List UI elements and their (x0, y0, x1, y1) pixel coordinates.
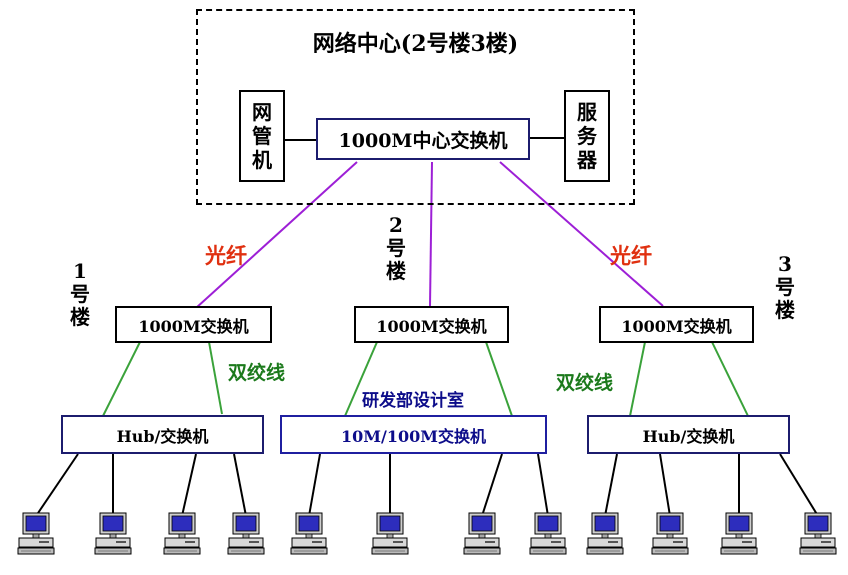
twisted-pair-label-left: 双绞线 (228, 362, 286, 384)
twisted-link-mid-b (485, 341, 513, 417)
switch-label: 1000M交换机 (621, 316, 732, 336)
building-1-label: 1 号 楼 (65, 260, 95, 329)
network-center-boundary (196, 9, 635, 205)
server-label: 服务器 (577, 100, 597, 172)
desktop-computer-icon[interactable] (17, 512, 55, 556)
vertical-char: 器 (577, 148, 597, 172)
pc-link (659, 453, 671, 517)
building-char: 楼 (70, 305, 90, 329)
pc-link (481, 453, 503, 517)
desktop-computer-icon[interactable] (163, 512, 201, 556)
desktop-computer-icon[interactable] (651, 512, 689, 556)
pc-link (537, 453, 549, 517)
desktop-computer-icon[interactable] (94, 512, 132, 556)
pc-link (779, 453, 819, 517)
admin-pc-label: 网管机 (252, 100, 272, 172)
desktop-computer-icon[interactable] (586, 512, 624, 556)
switch-label: Hub/交换机 (116, 426, 209, 446)
pc-link (604, 453, 618, 517)
desktop-computer-icon[interactable] (371, 512, 409, 556)
twisted-pair-label-right: 双绞线 (556, 372, 614, 394)
building-3-label: 3 号 楼 (770, 253, 800, 322)
vertical-char: 服 (577, 100, 597, 124)
distribution-switch-middle[interactable]: 1000M交换机 (354, 306, 509, 343)
server-node[interactable]: 服务器 (564, 90, 610, 182)
core-switch-node[interactable]: 1000M中心交换机 (316, 118, 530, 160)
admin-pc-node[interactable]: 网管机 (239, 90, 285, 182)
fiber-link-left (195, 161, 358, 309)
desktop-computer-icon[interactable] (227, 512, 265, 556)
network-center-title: 网络中心(2号楼3楼) (312, 31, 519, 57)
switch-label: 1000M交换机 (138, 316, 249, 336)
twisted-link-right-b (711, 341, 749, 417)
switch-label: 1000M交换机 (376, 316, 487, 336)
pc-link (308, 453, 321, 517)
fiber-label-left: 光纤 (205, 243, 247, 268)
building-char: 号 (775, 275, 795, 299)
vertical-char: 管 (252, 124, 272, 148)
pc-link (181, 453, 197, 517)
building-char: 楼 (775, 298, 795, 322)
access-switch-right[interactable]: Hub/交换机 (587, 415, 790, 454)
vertical-char: 务 (577, 124, 597, 148)
building-2-label: 2 号 楼 (381, 214, 411, 283)
desktop-computer-icon[interactable] (720, 512, 758, 556)
building-char: 号 (70, 282, 90, 306)
fiber-link-middle (429, 161, 433, 307)
core-switch-label: 1000M中心交换机 (338, 129, 508, 152)
distribution-switch-right[interactable]: 1000M交换机 (599, 306, 754, 343)
twisted-link-mid-a (344, 341, 378, 417)
building-number: 3 (778, 252, 792, 276)
vertical-char: 机 (252, 148, 272, 172)
access-switch-left[interactable]: Hub/交换机 (61, 415, 264, 454)
switch-label: 10M/100M交换机 (341, 426, 486, 446)
switch-label: Hub/交换机 (642, 426, 735, 446)
fiber-label-right: 光纤 (610, 243, 652, 268)
access-switch-middle[interactable]: 10M/100M交换机 (280, 415, 547, 454)
pc-link (35, 453, 79, 517)
distribution-switch-left[interactable]: 1000M交换机 (115, 306, 272, 343)
vertical-char: 网 (252, 100, 272, 124)
building-number: 1 (73, 259, 87, 283)
building-char: 楼 (386, 259, 406, 283)
desktop-computer-icon[interactable] (290, 512, 328, 556)
desktop-computer-icon[interactable] (463, 512, 501, 556)
twisted-link-left-b (208, 341, 223, 415)
desktop-computer-icon[interactable] (529, 512, 567, 556)
pc-link (233, 453, 247, 517)
design-room-label: 研发部设计室 (362, 391, 464, 411)
desktop-computer-icon[interactable] (799, 512, 837, 556)
twisted-link-left-a (102, 341, 141, 417)
fiber-link-right (499, 161, 664, 307)
building-number: 2 (389, 213, 403, 237)
twisted-link-right-a (629, 341, 646, 417)
building-char: 号 (386, 236, 406, 260)
